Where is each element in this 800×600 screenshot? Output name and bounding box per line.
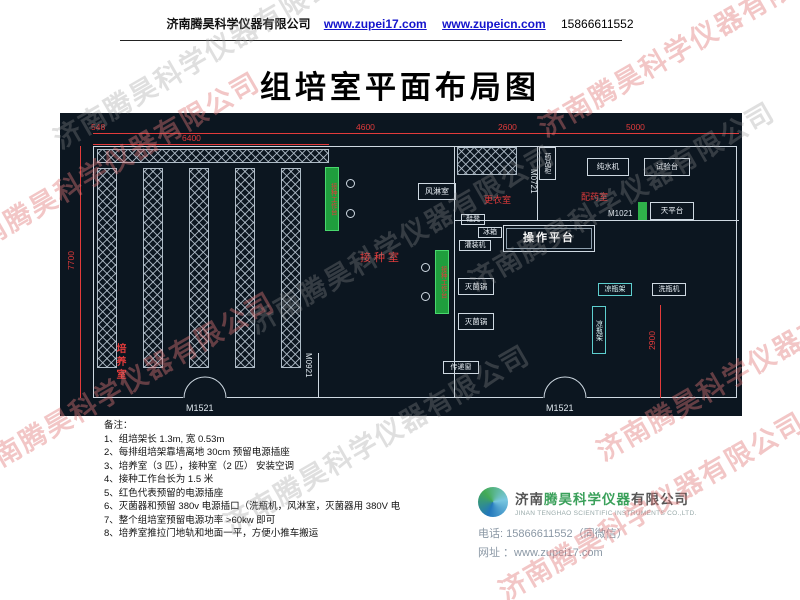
operation-platform: 操作平台 xyxy=(503,225,595,252)
dim-6400: 6400 xyxy=(182,133,201,143)
pure-water-machine: 纯水机 xyxy=(587,158,629,176)
header-company: 济南腾昊科学仪器有限公司 xyxy=(166,17,311,31)
culture-rack xyxy=(235,168,255,368)
header-phone: 15866611552 xyxy=(561,17,634,31)
brand-text-block: 济南腾昊科学仪器有限公司 JINAN TENGHAO SCIENTIFIC IN… xyxy=(515,488,697,517)
dimension-line-2900 xyxy=(660,305,661,398)
floor-plan: 548 6400 4600 2600 5000 7700 2900 接种工作台 … xyxy=(60,113,742,416)
door-opening xyxy=(543,396,587,401)
air-shower-box: 风淋室 xyxy=(418,183,456,200)
door-label-m0921: M0921 xyxy=(304,353,313,378)
dimension-line-top xyxy=(93,133,739,134)
cooling-bottle-rack-vertical: 凉瓶架 xyxy=(592,306,606,354)
note-item: 6、灭菌器和预留 380v 电源插口（洗瓶机，风淋室，灭菌器用 380V 电 xyxy=(104,501,401,512)
stool-icon xyxy=(346,179,355,188)
door-label-m1521-left: M1521 xyxy=(186,403,214,413)
culture-rack xyxy=(97,168,117,368)
changing-room-wall xyxy=(537,146,538,220)
brand-suffix: 有限公司 xyxy=(631,491,689,507)
dim-2600: 2600 xyxy=(498,122,517,132)
stool-icon xyxy=(421,263,430,272)
brand-name-en: JINAN TENGHAO SCIENTIFIC INSTRUMENTS CO.… xyxy=(515,509,697,517)
note-item: 7、整个组培室预留电源功率 >60kw 即可 xyxy=(104,514,276,526)
header-divider xyxy=(120,40,622,41)
test-bench: 试验台 xyxy=(644,158,690,176)
interior-wall-horizontal xyxy=(454,220,739,221)
room-label-dispensing: 配药室 xyxy=(581,192,609,202)
note-item: 3、培养室（3 匹），接种室（2 匹） 安装空调 xyxy=(104,460,295,472)
cooling-bottle-rack: 凉瓶架 xyxy=(598,283,632,296)
note-item: 4、接种工作台长为 1.5 米 xyxy=(104,474,214,485)
header: 济南腾昊科学仪器有限公司 www.zupei17.com www.zupeicn… xyxy=(0,15,800,32)
hatched-platform xyxy=(457,147,517,175)
dim-7700: 7700 xyxy=(66,251,76,270)
dim-2900: 2900 xyxy=(647,331,657,350)
brand-row: 济南腾昊科学仪器有限公司 JINAN TENGHAO SCIENTIFIC IN… xyxy=(478,487,778,517)
bottle-washer: 洗瓶机 xyxy=(652,283,686,296)
interior-wall-vertical xyxy=(454,146,455,398)
culture-rack-horizontal xyxy=(97,149,329,163)
note-item: 2、每排组培架靠墙离地 30cm 预留电源插座 xyxy=(104,447,290,458)
dimension-line-left xyxy=(80,146,81,398)
inoculation-workbench: 接种工作台 xyxy=(325,167,339,231)
door-label-m0721: M0721 xyxy=(529,169,538,194)
footer-contact: 电话: 15866611552（同微信） 网址 ：www.zupei17.com xyxy=(478,525,778,563)
notes-heading: 备注： xyxy=(104,420,133,431)
double-door-icon xyxy=(543,376,587,399)
outer-wall xyxy=(93,146,737,398)
note-item: 8、培养室推拉门地轨和地面一平，方便小推车搬运 xyxy=(104,528,319,539)
header-link-zupeicn[interactable]: www.zupeicn.com xyxy=(442,17,546,31)
page-title: 组培室平面布局图 xyxy=(260,70,540,105)
note-item: 5、红色代表预留的电源插座 xyxy=(104,487,224,499)
stool-icon xyxy=(421,292,430,301)
culture-rack xyxy=(189,168,209,368)
transfer-window: 传递窗 xyxy=(443,361,479,374)
filling-machine: 灌装机 xyxy=(459,240,491,251)
footer-phone: 电话: 15866611552（同微信） xyxy=(478,528,628,540)
brand-name: 济南腾昊科学仪器有限公司 xyxy=(515,488,697,508)
inoculation-workbench: 接种工作台 xyxy=(435,250,449,314)
room-label-culture: 培养室 xyxy=(114,343,125,382)
notes: 备注： 1、组培架长 1.3m, 宽 0.53m 2、每排组培架靠墙离地 30c… xyxy=(104,419,484,541)
refrigerator: 冰箱 xyxy=(478,227,502,238)
balance-table: 天平台 xyxy=(650,202,694,220)
dimension-line-top-2 xyxy=(93,144,329,145)
footer-brand: 济南腾昊科学仪器有限公司 JINAN TENGHAO SCIENTIFIC IN… xyxy=(478,487,778,563)
dim-548: 548 xyxy=(91,122,106,132)
shoe-bench: 鞋凳 xyxy=(461,214,485,225)
brand-prefix: 济南 xyxy=(515,491,544,507)
double-door-icon xyxy=(183,376,227,399)
stool-icon xyxy=(346,209,355,218)
door-label-m1521-right: M1521 xyxy=(546,403,574,413)
room-label-changing: 更衣室 xyxy=(484,195,512,205)
sterilizer: 灭菌锅 xyxy=(458,278,494,295)
medicine-cabinet: 药品柜 xyxy=(539,147,556,180)
culture-rack xyxy=(143,168,163,368)
brand-highlight: 腾昊科学仪器 xyxy=(544,491,631,507)
footer-website: 网址 ：www.zupei17.com xyxy=(478,547,603,559)
dim-4600: 4600 xyxy=(356,122,375,132)
green-accent-block xyxy=(638,202,647,220)
sterilizer: 灭菌锅 xyxy=(458,313,494,330)
header-link-zupei17[interactable]: www.zupei17.com xyxy=(323,17,427,31)
door-label-m1021: M1021 xyxy=(608,209,633,218)
room-label-inoculation: 接种室 xyxy=(360,252,402,264)
culture-rack xyxy=(281,168,301,368)
dim-5000: 5000 xyxy=(626,122,645,132)
brand-logo-icon xyxy=(478,487,508,517)
m0921-wall-stub xyxy=(318,353,319,398)
note-item: 1、组培架长 1.3m, 宽 0.53m xyxy=(104,433,225,445)
door-opening xyxy=(183,396,227,401)
